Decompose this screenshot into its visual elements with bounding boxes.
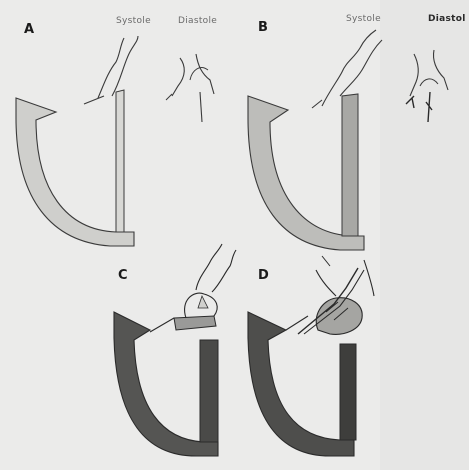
panel-b-systole-label: Systole <box>346 14 381 24</box>
panel-d-letter: D <box>258 268 269 283</box>
panel-c-letter: C <box>118 268 128 283</box>
panel-a-diastole-label: Diastole <box>178 16 217 26</box>
panel-a-letter: A <box>24 22 34 37</box>
panel-b-diastole-label: Diastol <box>428 14 466 24</box>
panel-b-letter: B <box>258 20 268 35</box>
panel-a-systole-label: Systole <box>116 16 151 26</box>
